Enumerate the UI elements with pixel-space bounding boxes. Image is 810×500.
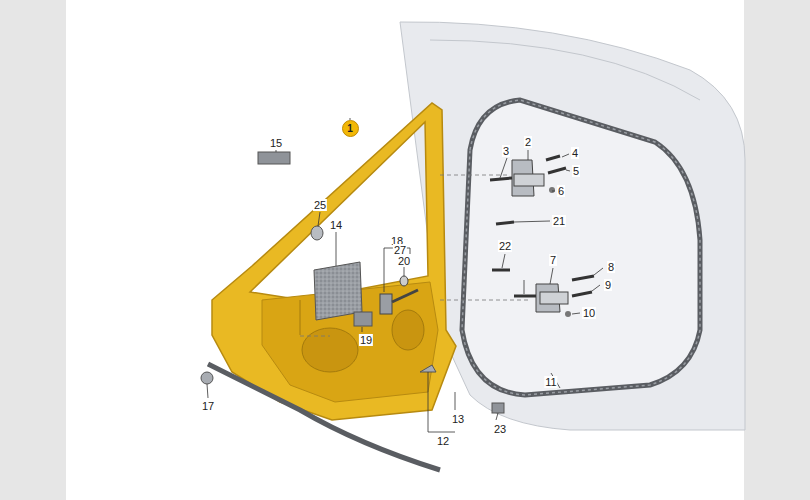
callout-number: 25 — [313, 199, 327, 211]
callout-number: 2 — [524, 136, 532, 148]
car-body — [400, 22, 745, 430]
part-19 — [354, 312, 372, 326]
leader-lines — [207, 118, 603, 432]
callout-number: 11 — [544, 376, 557, 388]
callout-number: 8 — [607, 261, 615, 273]
part-20 — [400, 276, 408, 286]
part-13 — [420, 365, 436, 372]
callout-number: 13 — [451, 413, 465, 425]
hinge-leaf — [514, 174, 544, 186]
callout-number: 1 — [342, 120, 359, 137]
part-15 — [258, 152, 290, 164]
hinge-leaf — [540, 292, 568, 304]
callout-circle: 1 — [342, 120, 359, 137]
part-14 — [314, 262, 362, 320]
bolt-4-5 — [546, 156, 566, 173]
body-line — [430, 40, 700, 100]
part-18-rod — [392, 290, 418, 302]
callout-number: 10 — [582, 307, 596, 319]
circle-fill — [342, 120, 358, 136]
bolt-9-10 — [572, 276, 594, 296]
callout-number: 9 — [604, 279, 612, 291]
callout-number: 19 — [359, 334, 373, 346]
bolt-21 — [496, 222, 514, 224]
panel-edge — [300, 300, 301, 335]
callout-number: 23 — [493, 423, 507, 435]
nut-6 — [549, 187, 555, 193]
assembly-line — [300, 175, 530, 336]
callout-number: 27 — [393, 244, 407, 256]
bolt-3 — [490, 178, 512, 180]
nut-11 — [565, 311, 571, 317]
callout-number: 22 — [498, 240, 512, 252]
callout-number: 5 — [572, 165, 580, 177]
callout-number: 12 — [436, 435, 450, 447]
callout-number: 3 — [502, 145, 510, 157]
bolt-8 — [514, 295, 536, 298]
callout-number: 4 — [571, 147, 579, 159]
callout-number: 21 — [552, 215, 566, 227]
door-seal — [462, 100, 700, 395]
part-17 — [201, 372, 213, 384]
speaker-opening — [392, 310, 424, 350]
callout-number: 6 — [557, 185, 565, 197]
part-23 — [492, 403, 504, 413]
door-shell — [212, 103, 456, 420]
callout-number: 15 — [269, 137, 283, 149]
part-25 — [311, 226, 323, 240]
callout-number: 17 — [201, 400, 215, 412]
callout-number: 7 — [549, 254, 557, 266]
callout-number: 14 — [329, 219, 343, 231]
callout-number: 20 — [397, 255, 411, 267]
bolt-22 — [492, 269, 510, 272]
speaker-opening — [302, 328, 358, 372]
seal-12 — [208, 364, 440, 470]
seal-texture — [462, 100, 700, 395]
part-18 — [380, 294, 392, 314]
